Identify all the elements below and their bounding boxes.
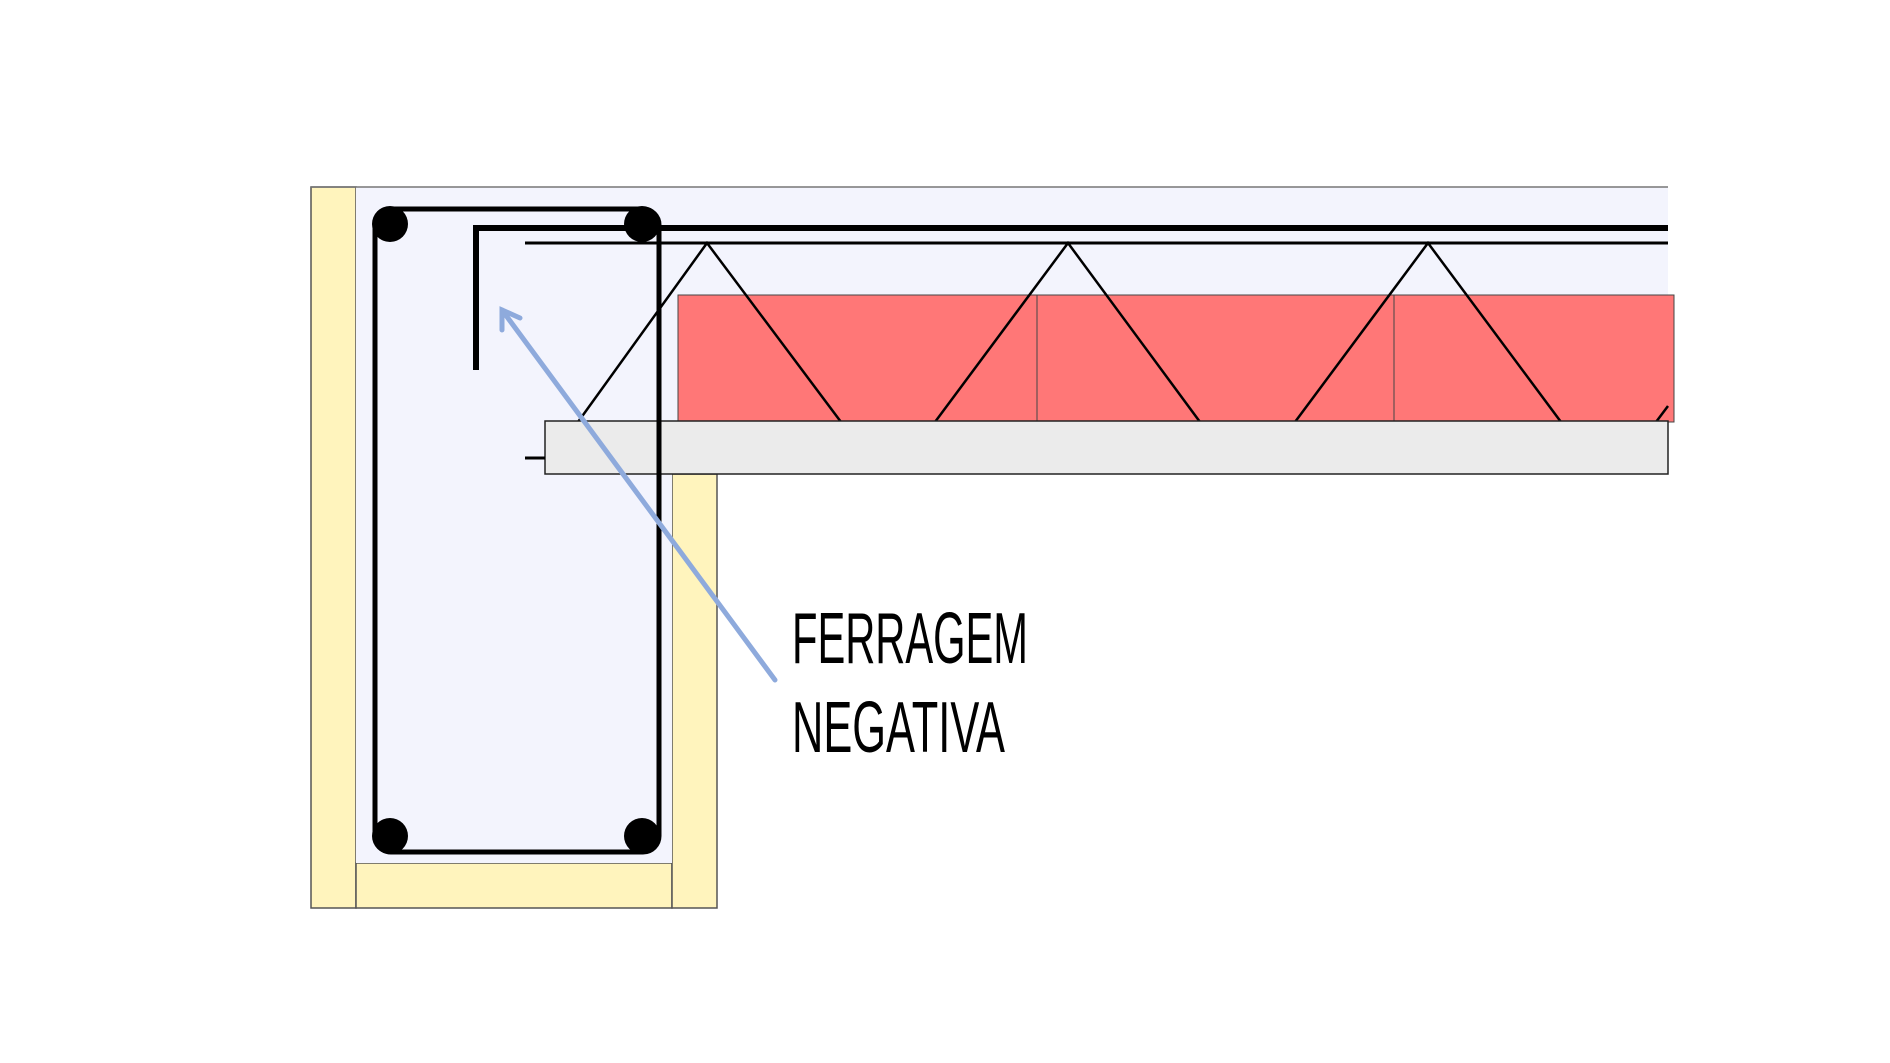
rebar-bottom-right — [624, 818, 660, 854]
rebar-bottom-left — [372, 818, 408, 854]
negative-rebar — [473, 225, 1668, 370]
ceramic-block — [1036, 294, 1395, 423]
label-line1: FERRAGEM — [792, 599, 1028, 679]
formwork-bottom — [355, 862, 673, 909]
formwork-right — [671, 473, 718, 909]
ceramic-block — [1393, 294, 1675, 423]
formwork-left — [310, 186, 357, 909]
ceramic-block — [677, 294, 1038, 423]
concrete-beam — [356, 187, 672, 863]
label-line2: NEGATIVA — [792, 688, 1005, 768]
stirrup — [372, 206, 662, 855]
precast-base — [544, 420, 1669, 475]
rebar-top-right — [624, 206, 660, 242]
arrow-icon — [499, 306, 778, 683]
rebar-top-left — [372, 206, 408, 242]
